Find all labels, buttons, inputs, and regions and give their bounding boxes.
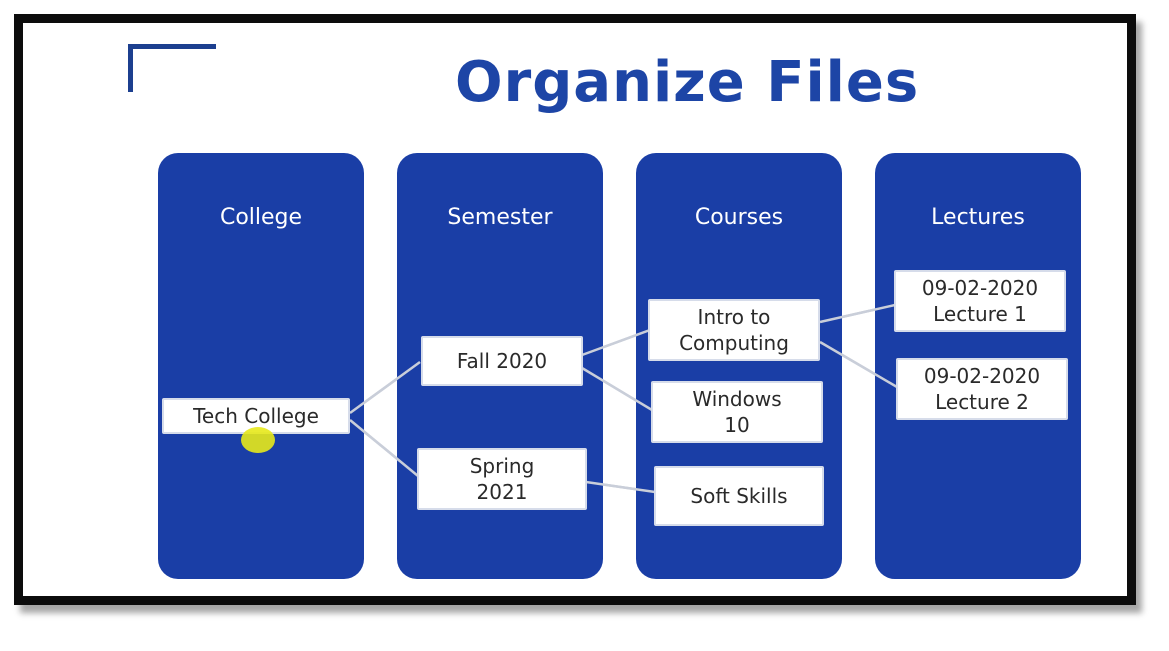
node-windows-10[interactable]: Windows 10 (651, 381, 823, 443)
column-header-lectures: Lectures (931, 205, 1025, 230)
node-lecture-2[interactable]: 09-02-2020 Lecture 2 (896, 358, 1068, 420)
node-soft-skills[interactable]: Soft Skills (654, 466, 824, 526)
column-header-courses: Courses (694, 205, 784, 230)
node-fall-2020[interactable]: Fall 2020 (421, 336, 583, 386)
node-spring-2021[interactable]: Spring 2021 (417, 448, 587, 510)
node-intro-to-computing[interactable]: Intro to Computing (648, 299, 820, 361)
laser-pointer-highlight (241, 427, 275, 453)
column-header-semester: Semester (447, 205, 553, 230)
column-header-college: College (219, 205, 303, 230)
corner-bracket-decoration (128, 44, 216, 92)
slide-title: Organize Files (455, 50, 920, 115)
column-college: College (158, 153, 364, 579)
node-lecture-1[interactable]: 09-02-2020 Lecture 1 (894, 270, 1066, 332)
